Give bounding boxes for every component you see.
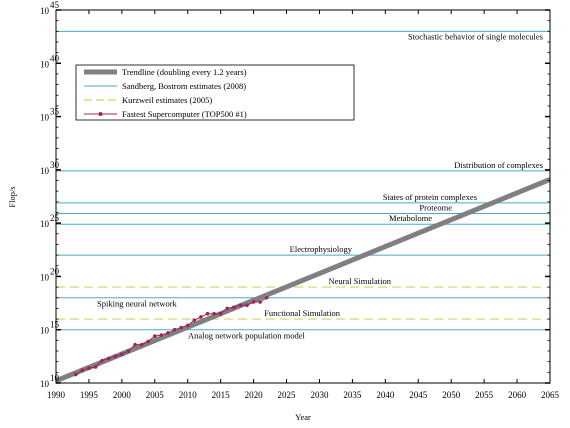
supercomputer-point bbox=[264, 295, 269, 300]
plot-frame bbox=[55, 9, 551, 384]
legend-label: Kurzweil estimates (2005) bbox=[122, 95, 212, 105]
supercomputer-point bbox=[113, 354, 118, 359]
legend-box bbox=[75, 64, 355, 121]
supercomputer-point bbox=[146, 339, 151, 344]
supercomputer-point bbox=[185, 323, 190, 328]
x-tick-label: 1995 bbox=[80, 390, 99, 400]
y-tick-exponent: 45 bbox=[50, 0, 60, 10]
y-tick-exponent: 10 bbox=[50, 373, 60, 383]
x-tick-label: 2030 bbox=[310, 390, 329, 400]
sandberg-label: Metabolome bbox=[389, 213, 432, 223]
supercomputer-point bbox=[251, 300, 256, 304]
supercomputer-point bbox=[258, 300, 262, 304]
y-tick-label: 10 bbox=[40, 219, 50, 229]
x-tick-label: 2050 bbox=[442, 390, 461, 400]
supercomputer-point bbox=[218, 311, 223, 316]
supercomputer-point bbox=[232, 305, 236, 310]
sandberg-label: Distribution of complexes bbox=[454, 160, 543, 170]
y-tick-label: 10 bbox=[40, 113, 50, 123]
y-tick-exponent: 25 bbox=[50, 213, 60, 223]
supercomputer-point bbox=[80, 368, 85, 373]
x-tick-label: 2000 bbox=[113, 390, 132, 400]
kurzweil-label: Functional Simulation bbox=[264, 308, 341, 318]
sandberg-label: Proteome bbox=[419, 203, 452, 213]
supercomputer-point bbox=[238, 303, 243, 308]
x-tick-label: 2020 bbox=[245, 390, 264, 400]
sandberg-label: Spiking neural network bbox=[97, 299, 178, 309]
y-tick-label: 10 bbox=[40, 6, 50, 16]
supercomputer-point bbox=[153, 334, 157, 338]
supercomputer-point bbox=[73, 372, 78, 377]
supercomputer-point bbox=[192, 318, 197, 322]
y-tick-label: 10 bbox=[40, 59, 50, 69]
x-tick-label: 2005 bbox=[146, 390, 165, 400]
supercomputer-point bbox=[212, 311, 216, 316]
supercomputer-point bbox=[133, 342, 137, 347]
x-tick-label: 2045 bbox=[409, 390, 428, 400]
y-tick-exponent: 30 bbox=[50, 160, 60, 170]
legend-marker bbox=[98, 112, 103, 116]
sandberg-label: Stochastic behavior of single molecules bbox=[408, 31, 543, 41]
supercomputer-point bbox=[172, 327, 177, 332]
sandberg-label: Electrophysiology bbox=[290, 244, 353, 254]
supercomputer-point bbox=[139, 342, 144, 347]
trendline-group bbox=[55, 177, 551, 384]
estimate-lines bbox=[56, 30, 550, 331]
x-tick-label: 2065 bbox=[541, 390, 560, 400]
x-tick-label: 2010 bbox=[179, 390, 198, 400]
supercomputer-point bbox=[179, 325, 183, 330]
supercomputer-point bbox=[166, 331, 170, 335]
x-tick-label: 2060 bbox=[508, 390, 527, 400]
y-tick-label: 10 bbox=[40, 326, 50, 336]
y-tick-label: 10 bbox=[40, 272, 50, 282]
supercomputer-point bbox=[245, 303, 249, 308]
x-tick-label: 2015 bbox=[212, 390, 231, 400]
y-tick-exponent: 40 bbox=[50, 53, 60, 63]
x-tick-label: 2055 bbox=[475, 390, 494, 400]
supercomputer-point bbox=[225, 306, 230, 311]
legend-label: Trendline (doubling every 1.2 years) bbox=[122, 67, 247, 77]
kurzweil-label: Neural Simulation bbox=[328, 276, 391, 286]
supercomputer-point bbox=[120, 352, 124, 357]
supercomputer-point bbox=[106, 356, 111, 361]
x-tick-label: 2025 bbox=[278, 390, 297, 400]
y-tick-exponent: 35 bbox=[50, 107, 60, 117]
y-tick-label: 10 bbox=[40, 166, 50, 176]
supercomputer-series bbox=[73, 295, 269, 377]
y-axis-title: Flop/s bbox=[7, 186, 17, 207]
x-tick-label: 2040 bbox=[376, 390, 395, 400]
legend-label: Sandberg, Bostrom estimates (2008) bbox=[122, 81, 246, 91]
sandberg-label: Analog network population model bbox=[188, 331, 305, 341]
estimate-labels: Stochastic behavior of single moleculesD… bbox=[97, 31, 543, 340]
supercomputer-point bbox=[205, 311, 210, 316]
supercomputer-point bbox=[199, 315, 203, 319]
sandberg-label: States of protein complexes bbox=[383, 192, 477, 202]
supercomputer-point bbox=[159, 333, 164, 337]
y-tick-label: 10 bbox=[40, 379, 50, 389]
supercomputer-point bbox=[93, 365, 98, 369]
y-tick-exponent: 20 bbox=[50, 266, 60, 276]
x-tick-label: 1990 bbox=[47, 390, 66, 400]
trendline bbox=[55, 177, 551, 384]
y-tick-exponent: 15 bbox=[50, 320, 60, 330]
legend: Trendline (doubling every 1.2 years) Sand… bbox=[75, 64, 355, 121]
supercomputer-point bbox=[100, 358, 104, 363]
x-tick-label: 2035 bbox=[343, 390, 362, 400]
x-axis-title: Year bbox=[295, 412, 311, 422]
supercomputer-point bbox=[126, 349, 131, 353]
legend-label: Fastest Supercomputer (TOP500 #1) bbox=[122, 109, 247, 119]
supercomputer-point bbox=[87, 366, 91, 370]
